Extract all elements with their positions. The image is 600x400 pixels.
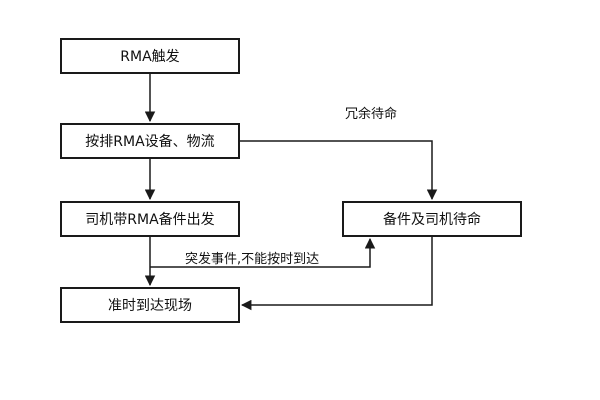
node-standby: 备件及司机待命	[342, 201, 522, 237]
edge-arrange-to-standby	[240, 140, 438, 201]
node-driver-depart: 司机带RMA备件出发	[60, 201, 240, 237]
node-label: 准时到达现场	[108, 298, 192, 314]
edge-emergency-to-standby	[150, 237, 376, 268]
node-arrange-equipment-logistics: 按排RMA设备、物流	[60, 123, 240, 159]
node-label: 司机带RMA备件出发	[85, 212, 215, 228]
label-emergency-event: 突发事件,不能按时到达	[185, 252, 320, 267]
node-label: 按排RMA设备、物流	[85, 134, 215, 150]
edge-standby-to-arrive	[240, 237, 433, 311]
node-arrive-on-time: 准时到达现场	[60, 287, 240, 323]
node-label: 备件及司机待命	[383, 212, 481, 228]
label-redundancy-standby: 冗余待命	[345, 107, 398, 122]
node-rma-trigger: RMA触发	[60, 38, 240, 74]
node-label: RMA触发	[120, 49, 180, 65]
